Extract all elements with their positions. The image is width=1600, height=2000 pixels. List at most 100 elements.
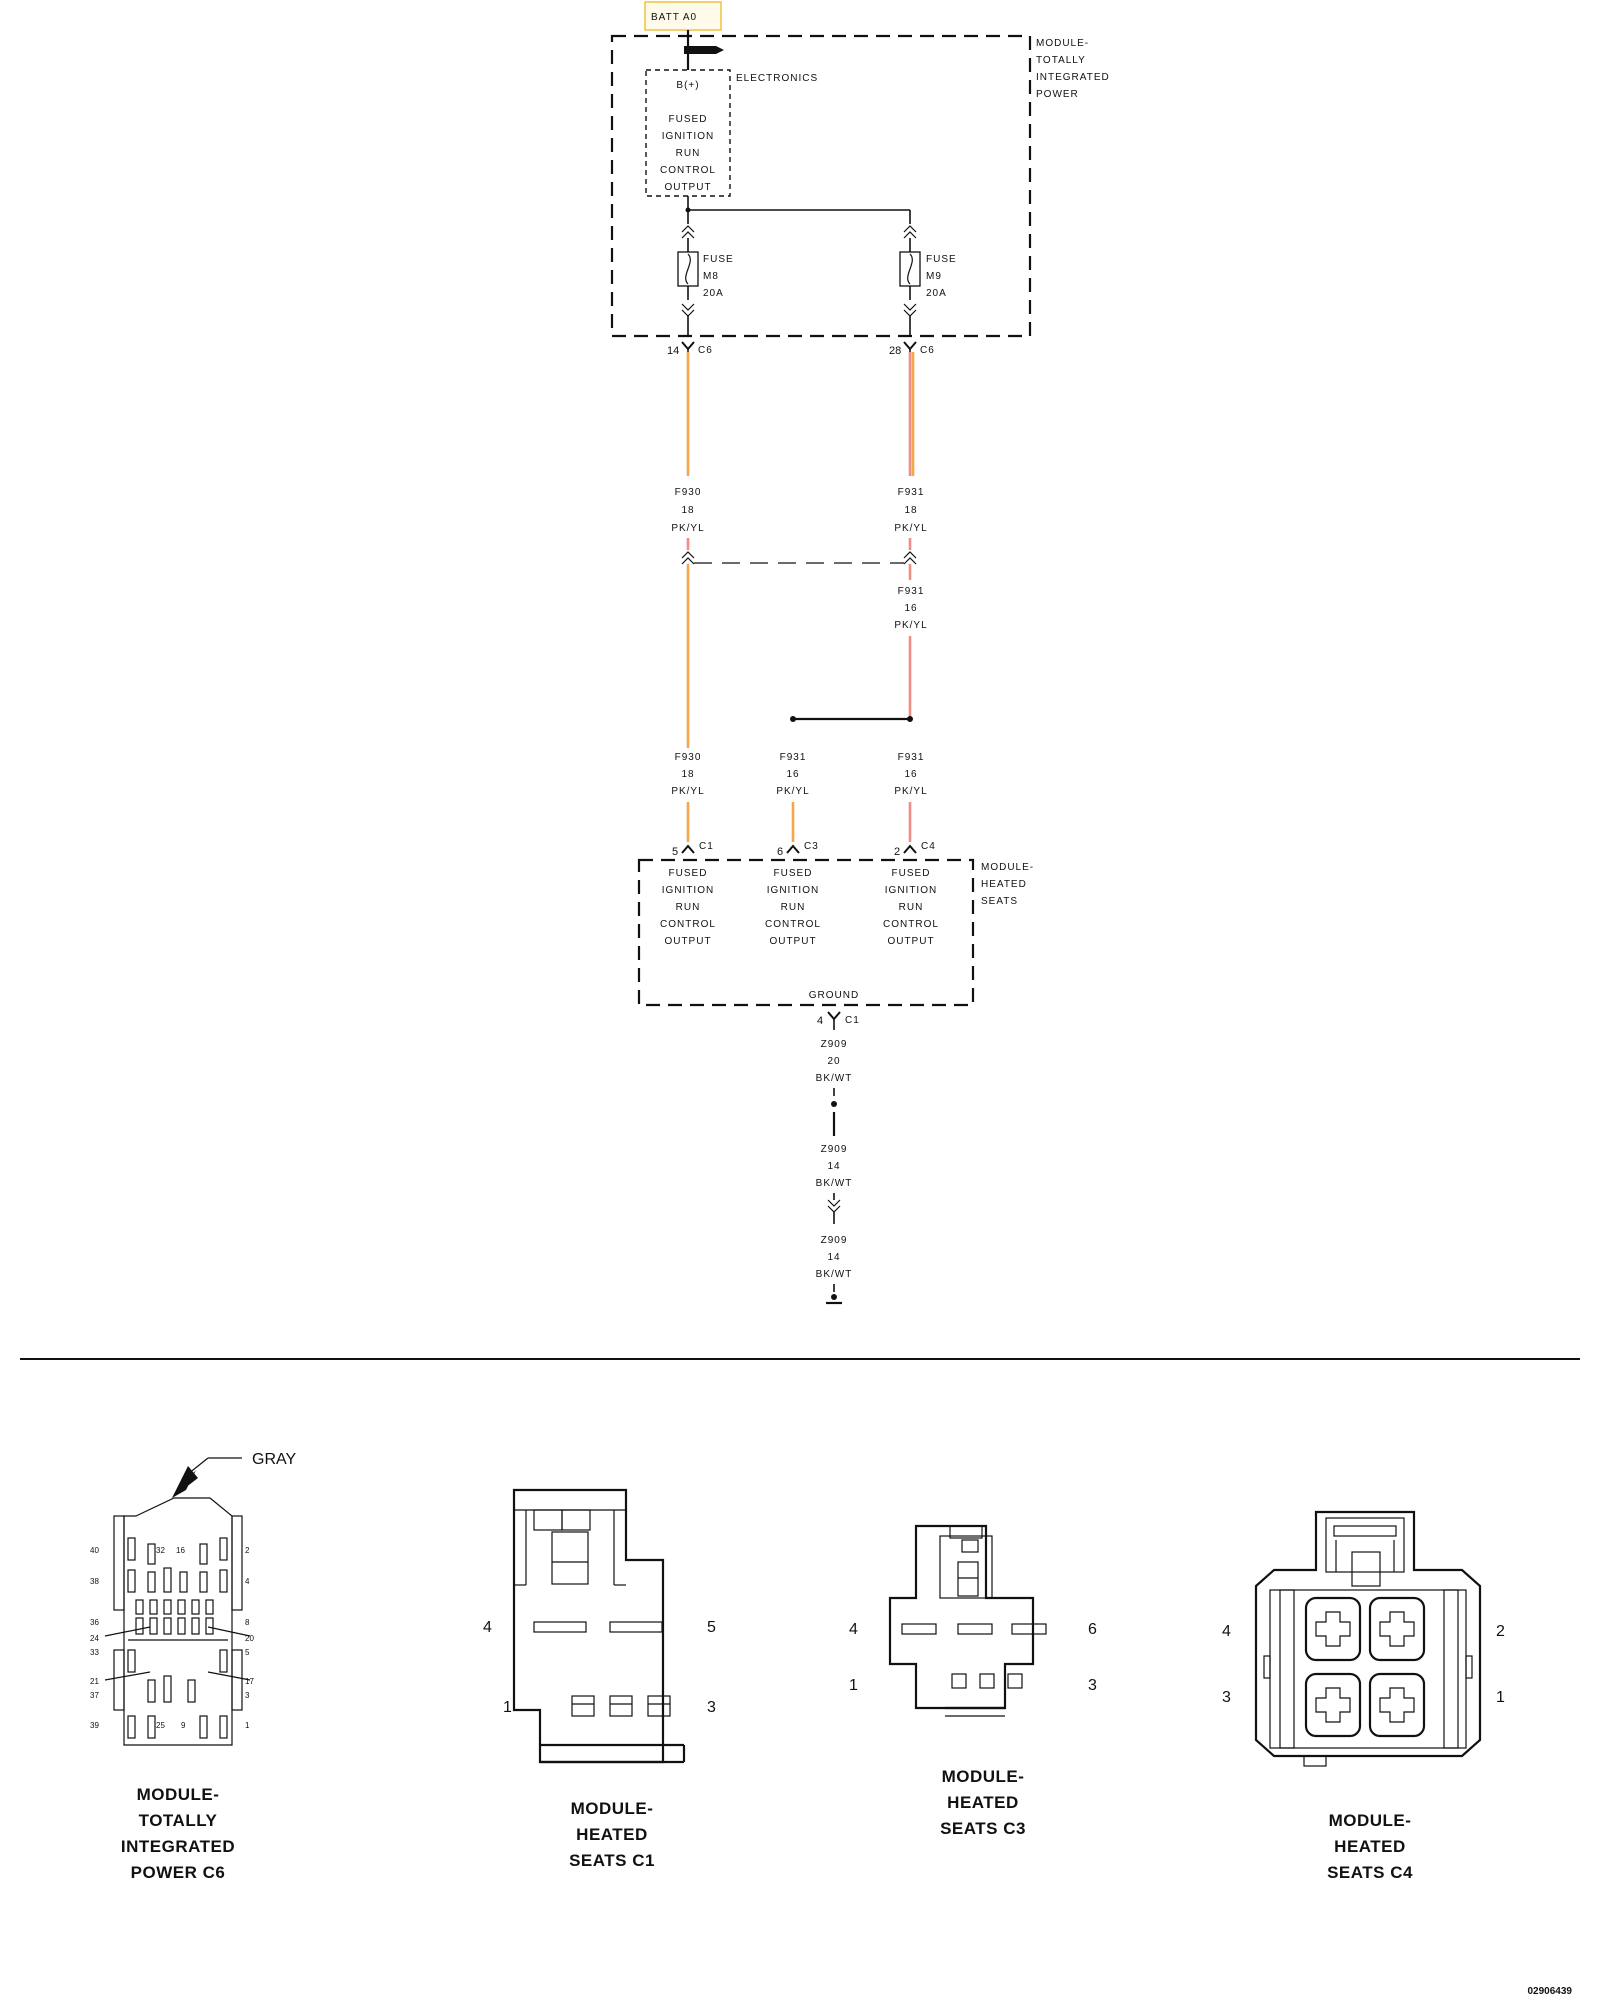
svg-text:4: 4 [245,1577,250,1586]
seat-connector-c4: 2 C4 [894,841,935,858]
svg-text:9: 9 [181,1721,186,1730]
svg-text:16: 16 [176,1546,185,1555]
svg-text:5: 5 [672,846,678,858]
svg-text:MODULE-: MODULE- [981,862,1034,873]
svg-text:17: 17 [245,1677,254,1686]
source-label: BATT A0 [651,12,697,23]
label-f931-c4: F931 16 PK/YL [894,752,927,797]
svg-text:SEATS C3: SEATS C3 [940,1819,1026,1838]
svg-text:32: 32 [156,1546,165,1555]
svg-text:3: 3 [245,1691,250,1700]
connector-view-c6: GRAY [90,1451,296,1882]
seat-output-1: FUSED IGNITION RUN CONTROL OUTPUT [660,868,716,947]
svg-text:FUSED: FUSED [892,868,931,879]
svg-text:36: 36 [90,1618,99,1627]
svg-text:CONTROL: CONTROL [660,919,716,930]
fuse-m9: FUSE M9 20A [899,225,957,336]
splice-connectors [681,551,917,565]
svg-text:37: 37 [90,1691,99,1700]
svg-text:3: 3 [1088,1677,1097,1694]
svg-text:PK/YL: PK/YL [894,620,927,631]
svg-text:FUSED: FUSED [669,868,708,879]
svg-text:6: 6 [777,846,783,858]
svg-text:MODULE-: MODULE- [137,1785,220,1804]
ground-splice-dot [831,1101,837,1107]
svg-text:TOTALLY: TOTALLY [139,1811,218,1830]
figure-code: 02906439 [1528,1986,1573,1997]
svg-text:MODULE-: MODULE- [942,1767,1025,1786]
svg-text:HEATED: HEATED [576,1825,648,1844]
svg-text:4: 4 [849,1621,858,1638]
svg-text:5: 5 [245,1648,250,1657]
svg-text:C6: C6 [920,345,935,356]
label-f931-upper: F931 18 PK/YL [894,487,926,534]
connector-view-c1: 4 5 1 3 MODULE- HEATED SEATS C1 [483,1488,716,1870]
svg-text:C3: C3 [804,841,819,852]
svg-text:24: 24 [90,1634,99,1643]
svg-text:HEATED: HEATED [1334,1837,1406,1856]
svg-text:14: 14 [827,1252,840,1263]
ground-connector: 4 C1 [817,1011,859,1030]
connector-view-c4: 4 2 3 1 MODULE- HEATED SEATS C4 [1222,1510,1505,1882]
svg-text:CONTROL: CONTROL [883,919,939,930]
svg-text:OUTPUT: OUTPUT [664,182,711,193]
ground-wire-label-2: Z909 14 BK/WT [816,1144,852,1189]
svg-text:BK/WT: BK/WT [816,1269,853,1280]
svg-text:PK/YL: PK/YL [671,786,704,797]
svg-text:14: 14 [667,345,679,357]
svg-text:RUN: RUN [676,902,701,913]
svg-text:40: 40 [90,1546,99,1555]
svg-text:SEATS C4: SEATS C4 [1327,1863,1413,1882]
svg-text:2: 2 [1496,1623,1505,1640]
svg-text:F930: F930 [675,752,702,763]
svg-text:PK/YL: PK/YL [776,786,809,797]
tip-output-label: FUSED IGNITION RUN CONTROL OUTPUT [660,114,715,193]
svg-text:MODULE-: MODULE- [571,1799,654,1818]
svg-text:1: 1 [849,1677,858,1694]
seat-connector-c1: 5 C1 [672,841,713,858]
svg-text:IGNITION: IGNITION [662,885,714,896]
svg-text:16: 16 [904,603,917,614]
svg-text:M8: M8 [703,271,719,282]
svg-text:HEATED: HEATED [981,879,1027,890]
svg-text:FUSE: FUSE [926,254,957,265]
c6-color-label: GRAY [252,1451,296,1468]
svg-text:POWER: POWER [1036,89,1079,100]
svg-text:C6: C6 [698,345,713,356]
svg-text:1: 1 [503,1699,512,1716]
tip-connector-28: 28 C6 [889,341,935,357]
svg-text:FUSED: FUSED [774,868,813,879]
source-box [644,1,722,31]
svg-text:OUTPUT: OUTPUT [887,936,934,947]
svg-text:IGNITION: IGNITION [885,885,937,896]
svg-text:F930: F930 [675,487,702,498]
source-arrow-icon [684,46,724,54]
svg-text:FUSED: FUSED [669,114,708,125]
ground-wire-label-1: Z909 20 BK/WT [816,1039,852,1084]
svg-text:RUN: RUN [676,148,701,159]
svg-text:4: 4 [817,1015,823,1027]
svg-text:20A: 20A [926,288,947,299]
fuse-m8: FUSE M8 20A [677,225,733,336]
svg-text:39: 39 [90,1721,99,1730]
svg-text:OUTPUT: OUTPUT [664,936,711,947]
svg-text:SEATS: SEATS [981,896,1018,907]
svg-text:CONTROL: CONTROL [765,919,821,930]
seat-output-3: FUSED IGNITION RUN CONTROL OUTPUT [883,868,939,947]
svg-text:Z909: Z909 [821,1144,848,1155]
svg-text:4: 4 [483,1619,492,1636]
seat-module-box [637,858,975,1007]
ground-wire-label-3: Z909 14 BK/WT [816,1235,853,1280]
svg-text:6: 6 [1088,1621,1097,1638]
ground-label: GROUND [809,990,859,1001]
svg-text:16: 16 [904,769,917,780]
svg-text:28: 28 [889,345,901,357]
svg-text:3: 3 [1222,1689,1231,1706]
svg-text:PK/YL: PK/YL [894,786,927,797]
svg-text:RUN: RUN [781,902,806,913]
svg-text:F931: F931 [780,752,807,763]
svg-text:IGNITION: IGNITION [662,131,714,142]
svg-text:RUN: RUN [899,902,924,913]
svg-text:HEATED: HEATED [947,1793,1019,1812]
